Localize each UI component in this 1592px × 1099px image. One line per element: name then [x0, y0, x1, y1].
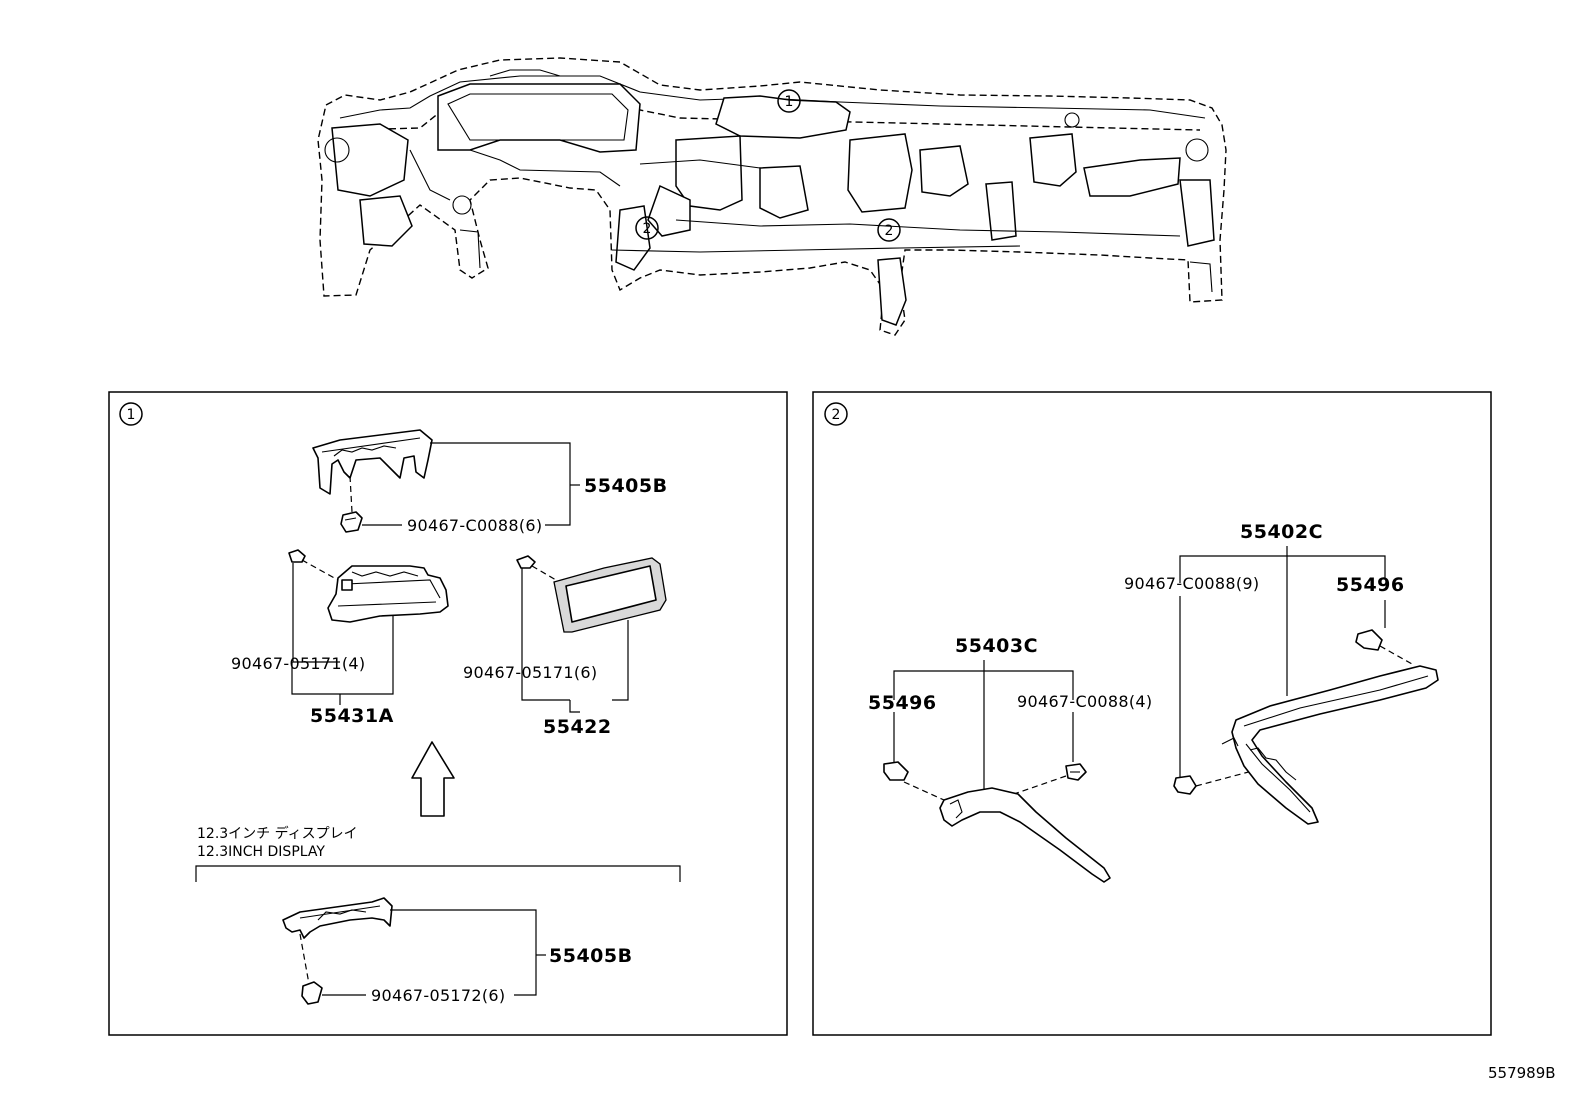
- panel1-marker: [119, 402, 143, 426]
- label-90467-C0088-9: 90467-C0088(9): [1124, 574, 1259, 593]
- bracket-upper-illustration: [312, 429, 433, 495]
- clip-left-b-illustration: [1065, 763, 1087, 781]
- note-english: 12.3INCH DISPLAY: [197, 844, 325, 860]
- clip-left-a-illustration: [883, 761, 909, 781]
- panel2-marker: [824, 402, 848, 426]
- label-90467-05172-6: 90467-05172(6): [371, 986, 505, 1005]
- bracket-lower-illustration: [282, 897, 393, 939]
- instrument-panel-overview: 1 2 2: [317, 57, 1227, 336]
- label-55496-left: 55496: [868, 692, 937, 714]
- clip-lower-illustration: [301, 981, 323, 1005]
- overview-marker-1: [777, 89, 801, 113]
- label-90467-C0088-6: 90467-C0088(6): [407, 516, 542, 535]
- overview-marker-2a: [635, 216, 659, 240]
- label-55405B-upper: 55405B: [584, 475, 668, 497]
- holder-illustration: [288, 549, 449, 623]
- note-japanese: 12.3インチ ディスプレイ: [197, 825, 358, 842]
- garnish-right-illustration: [1221, 665, 1439, 825]
- label-55422: 55422: [543, 716, 612, 738]
- label-55431A: 55431A: [310, 705, 394, 727]
- figure-id: 557989B: [1488, 1064, 1556, 1082]
- label-90467-05171-6: 90467-05171(6): [463, 663, 597, 682]
- label-90467-C0088-4: 90467-C0088(4): [1017, 692, 1152, 711]
- label-55402C: 55402C: [1240, 521, 1323, 543]
- detail-panel-2: 2 55403C 55496 90467-C0088(4) 55402C 904…: [812, 391, 1492, 1036]
- display-panel-illustration: [516, 555, 667, 633]
- overview-marker-2b: [877, 218, 901, 242]
- garnish-left-illustration: [939, 787, 1111, 883]
- overview-marker-2a-label: 2: [643, 221, 652, 237]
- label-90467-05171-4: 90467-05171(4): [231, 654, 365, 673]
- overview-marker-1-label: 1: [785, 94, 794, 110]
- label-55403C: 55403C: [955, 635, 1038, 657]
- clip-right-a-illustration: [1173, 775, 1197, 795]
- overview-marker-2b-label: 2: [885, 223, 894, 239]
- clip-upper-illustration: [340, 511, 363, 533]
- label-55405B-lower: 55405B: [549, 945, 633, 967]
- up-arrow-icon: [411, 741, 455, 817]
- label-55496-right: 55496: [1336, 574, 1405, 596]
- clip-right-b-illustration: [1355, 629, 1383, 651]
- detail-panel-1: 1 55405B 90467-C0088(6) 90467: [108, 391, 788, 1036]
- panel2-marker-label: 2: [832, 407, 841, 423]
- panel1-marker-label: 1: [127, 407, 136, 423]
